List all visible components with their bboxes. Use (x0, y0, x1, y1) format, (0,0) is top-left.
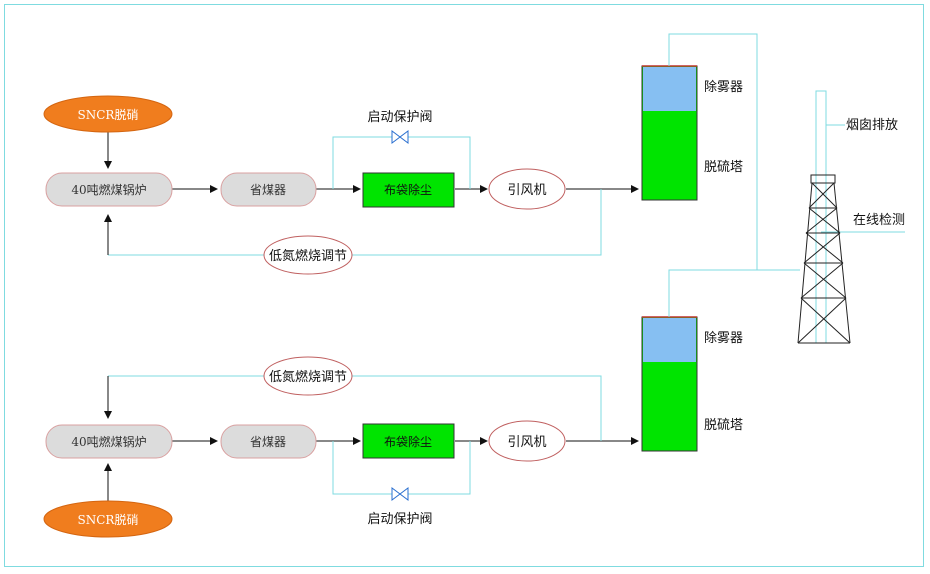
bottom-train: SNCR脱硝 40吨燃煤锅炉 省煤器 布袋除尘 启动保护阀 引风机 低氮燃烧调节… (43, 316, 743, 538)
chimney-icon (797, 174, 851, 344)
bottom-valve-label: 启动保护阀 (367, 512, 432, 527)
top-tower-label: 脱硫塔 (704, 160, 743, 175)
top-fan-label: 引风机 (507, 183, 546, 198)
bottom-baghouse-node (362, 423, 455, 459)
top-sncr-label: SNCR脱硝 (78, 107, 139, 122)
online-monitor-label: 在线检测 (853, 213, 905, 228)
bottom-demister-section (643, 318, 696, 362)
bottom-sncr-node (43, 500, 173, 538)
bottom-tower-label: 脱硫塔 (704, 418, 743, 433)
bottom-demister-label: 除雾器 (704, 331, 743, 346)
bottom-economizer-node (220, 424, 317, 459)
bottom-fan-label: 引风机 (507, 435, 546, 450)
bottom-lownox-label: 低氮燃烧调节 (269, 369, 347, 385)
bottom-baghouse-label: 布袋除尘 (384, 434, 432, 449)
top-valve-label: 启动保护阀 (367, 110, 432, 125)
bottom-valve-icon (391, 487, 409, 501)
top-lownox-node (263, 235, 353, 275)
top-demister-label: 除雾器 (704, 80, 743, 95)
top-valve-icon (391, 130, 409, 144)
top-demister-section (643, 67, 696, 111)
top-lownox-label: 低氮燃烧调节 (269, 248, 347, 264)
top-fan-node (488, 168, 566, 210)
top-economizer-label: 省煤器 (250, 183, 286, 197)
top-boiler-node (45, 172, 173, 207)
bottom-sncr-label: SNCR脱硝 (78, 512, 139, 527)
chimney-flue-line (815, 90, 827, 343)
bottom-lownox-node (263, 356, 353, 396)
bottom-economizer-label: 省煤器 (250, 435, 286, 449)
diagram-border (4, 4, 924, 567)
tower-to-duct-line (668, 33, 758, 317)
top-baghouse-label: 布袋除尘 (384, 182, 432, 197)
chimney-exhaust-label: 烟囱排放 (846, 118, 898, 133)
bottom-boiler-label: 40吨燃煤锅炉 (71, 434, 146, 449)
bottom-fan-node (488, 420, 566, 462)
top-boiler-label: 40吨燃煤锅炉 (71, 182, 146, 197)
top-economizer-node (220, 172, 317, 207)
top-train: SNCR脱硝 40吨燃煤锅炉 省煤器 布袋除尘 启动保护阀 引风机 低氮燃烧调节 (43, 65, 743, 275)
top-baghouse-node (362, 172, 455, 208)
bottom-boiler-node (45, 424, 173, 459)
top-sncr-node (43, 95, 173, 133)
